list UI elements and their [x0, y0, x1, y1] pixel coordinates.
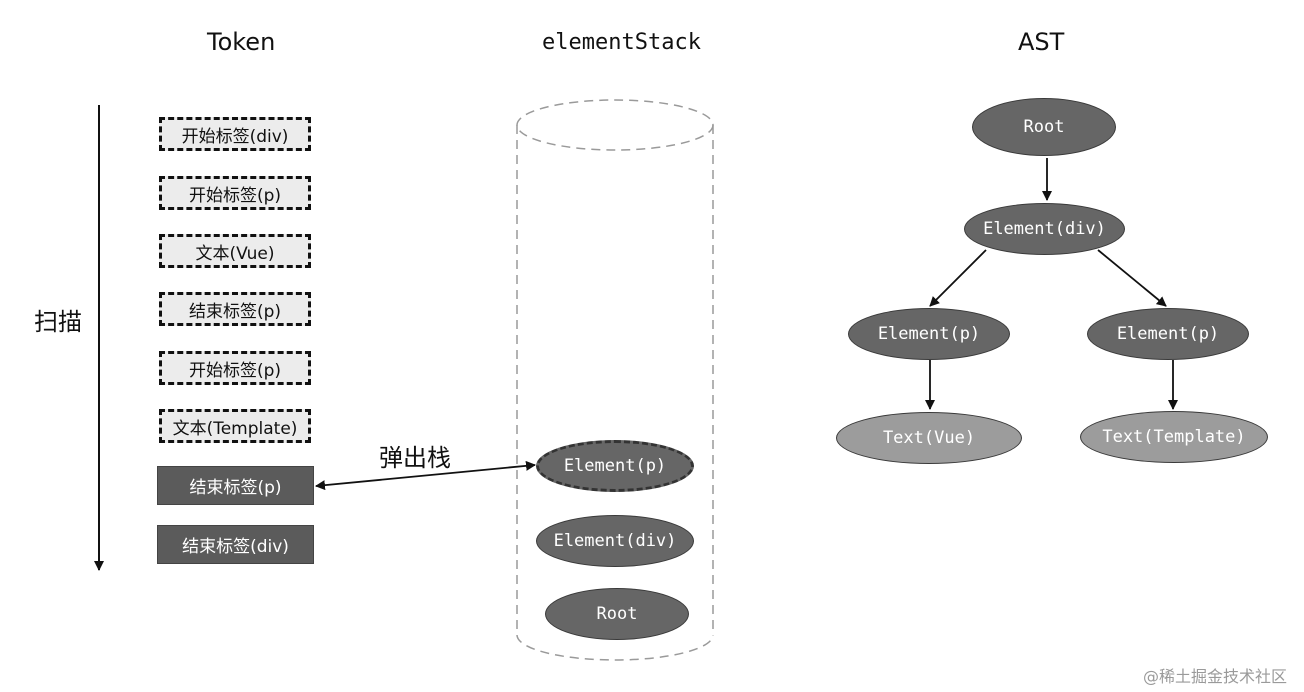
token-item: 文本(Template) — [159, 409, 311, 443]
token-item: 结束标签(div) — [157, 525, 314, 564]
ast-node-element-p-right: Element(p) — [1087, 308, 1249, 360]
stack-item-popping: Element(p) — [536, 440, 694, 492]
ast-node-text-template: Text(Template) — [1080, 411, 1268, 463]
token-item-current: 结束标签(p) — [157, 466, 314, 505]
element-stack-cylinder — [516, 99, 714, 661]
ast-node-root: Root — [972, 98, 1116, 156]
ast-edge-div-p-left — [929, 249, 987, 307]
token-item: 开始标签(div) — [159, 117, 311, 151]
token-heading: Token — [207, 28, 276, 56]
scan-label: 扫描 — [34, 308, 82, 336]
ast-node-text-vue: Text(Vue) — [836, 412, 1022, 464]
ast-node-element-div: Element(div) — [964, 203, 1125, 255]
token-item: 开始标签(p) — [159, 351, 311, 385]
stack-item: Element(div) — [536, 515, 694, 567]
stack-item: Root — [545, 588, 689, 640]
token-item: 开始标签(p) — [159, 176, 311, 210]
pop-double-arrow — [315, 460, 536, 491]
ast-heading: AST — [1018, 28, 1065, 56]
element-stack-heading: elementStack — [542, 30, 701, 55]
token-item: 结束标签(p) — [159, 292, 311, 326]
ast-edge-div-p-right — [1097, 249, 1167, 307]
watermark: @稀土掘金技术社区 — [1143, 667, 1288, 686]
ast-node-element-p-left: Element(p) — [848, 308, 1010, 360]
token-item: 文本(Vue) — [159, 234, 311, 268]
